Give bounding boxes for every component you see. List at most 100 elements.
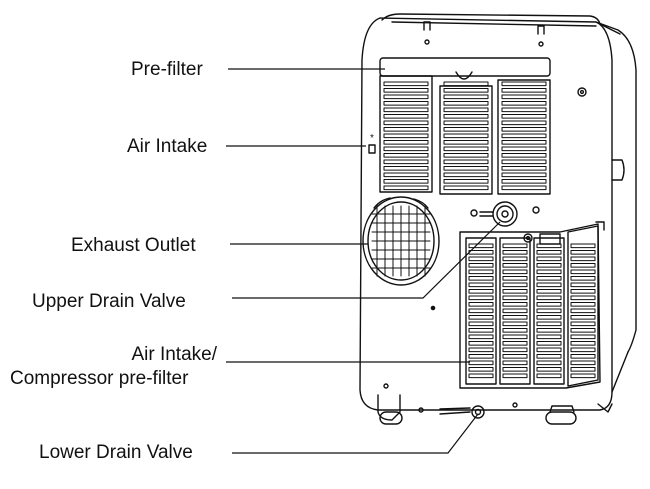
grille-slat — [570, 321, 596, 327]
grille-slat — [383, 120, 429, 126]
grille-slat — [501, 179, 547, 184]
unit-body — [359, 13, 637, 411]
grille-slat — [570, 295, 596, 301]
grille-slat — [468, 341, 494, 346]
label-pre-filter: Pre-filter — [131, 59, 203, 80]
grille-slat — [502, 276, 528, 281]
grille-slat — [502, 360, 528, 366]
grille-slat — [443, 159, 489, 165]
grille-slat — [383, 127, 429, 132]
grille-slat — [468, 308, 494, 314]
label-upper-drain-valve: Upper Drain Valve — [32, 291, 186, 312]
grille-slat — [443, 179, 489, 184]
grille-slat — [443, 133, 489, 139]
grille-slat — [468, 263, 494, 268]
grille-slat — [468, 360, 494, 366]
grille-slat — [536, 295, 562, 301]
grille-slat — [570, 256, 596, 262]
grille-slat — [468, 269, 494, 275]
grille-slat — [536, 367, 562, 372]
grille-slat — [502, 328, 528, 333]
grille-slat — [501, 166, 547, 171]
grille-slat — [468, 250, 494, 255]
grille-slat — [570, 250, 596, 255]
grille-slat — [468, 328, 494, 333]
grille-slat — [570, 360, 596, 366]
grille-slat — [502, 308, 528, 314]
grille-slat — [502, 243, 528, 249]
grille-slat — [536, 334, 562, 340]
grille-slat — [443, 127, 489, 132]
grille-slat — [443, 140, 489, 145]
grille-slat — [468, 354, 494, 359]
upper-air-intake-grille — [379, 75, 551, 195]
grille-slat — [383, 179, 429, 184]
grille-slat — [501, 159, 547, 165]
grille-slat — [536, 347, 562, 353]
grille-slat — [383, 101, 429, 106]
grille-slat — [570, 263, 596, 268]
grille-slat — [468, 289, 494, 294]
grille-slat — [383, 133, 429, 139]
leader-upper-drain-valve — [232, 221, 501, 299]
grille-slat — [501, 101, 547, 106]
grille-slat — [502, 256, 528, 262]
grille-slat — [536, 243, 562, 249]
grille-slat — [443, 107, 489, 113]
lower-drain-valve — [418, 402, 518, 419]
grille-slat — [383, 146, 429, 152]
caster-wheels — [377, 383, 613, 425]
pre-filter — [379, 57, 551, 80]
grille-slat — [536, 250, 562, 255]
grille-slat — [536, 328, 562, 333]
grille-slat — [502, 341, 528, 346]
grille-slat — [536, 289, 562, 294]
grille-slat — [501, 114, 547, 119]
grille-slat — [502, 347, 528, 353]
svg-text:*: * — [370, 133, 374, 144]
grille-slat — [501, 107, 547, 113]
label-air-intake-compressor-1: Air Intake/ — [131, 344, 217, 365]
grille-slat — [501, 94, 547, 100]
grille-slat — [501, 127, 547, 132]
grille-slat — [570, 315, 596, 320]
grille-slat — [383, 114, 429, 119]
grille-slat — [502, 295, 528, 301]
grille-slat — [570, 341, 596, 346]
grille-slat — [570, 302, 596, 307]
grille-slat — [468, 302, 494, 307]
grille-slat — [502, 289, 528, 294]
grille-slat — [536, 276, 562, 281]
grille-slat — [443, 146, 489, 152]
grille-slat — [443, 81, 489, 87]
label-air-intake-compressor-2: Compressor pre-filter — [10, 368, 189, 389]
grille-slat — [501, 133, 547, 139]
grille-slat — [443, 153, 489, 158]
grille-slat — [536, 308, 562, 314]
grille-slat — [443, 166, 489, 171]
grille-slat — [501, 140, 547, 145]
grille-slat — [383, 153, 429, 158]
leader-lines — [226, 68, 501, 454]
grille-slat — [383, 94, 429, 100]
grille-slat — [443, 172, 489, 178]
grille-slat — [468, 347, 494, 353]
grille-slat — [383, 81, 429, 87]
grille-slat — [536, 302, 562, 307]
grille-slat — [468, 295, 494, 301]
grille-slat — [501, 146, 547, 152]
grille-slat — [570, 373, 596, 379]
grille-slat — [570, 289, 596, 294]
grille-slat — [536, 373, 562, 379]
grille-slat — [570, 347, 596, 353]
grille-slat — [536, 321, 562, 327]
grille-slat — [502, 321, 528, 327]
grille-slat — [570, 308, 596, 314]
grille-slat — [570, 367, 596, 372]
grille-slat — [383, 166, 429, 171]
grille-slat — [383, 159, 429, 165]
grille-slat — [468, 243, 494, 249]
grille-slat — [570, 243, 596, 249]
